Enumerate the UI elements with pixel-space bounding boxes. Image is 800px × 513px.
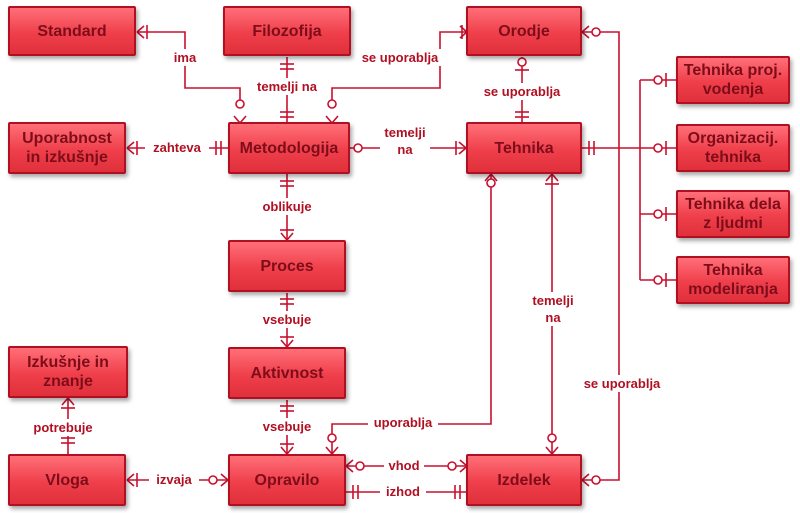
- line-uporablja: [331, 174, 492, 454]
- line-tehnika-subtypes: [582, 79, 676, 281]
- entity-tehnika-proj-vodenja: Tehnika proj. vodenja: [676, 56, 790, 104]
- label-zahteva: zahteva: [153, 140, 201, 155]
- label-se-uporablja-orodje: se uporablja: [362, 50, 439, 65]
- entity-izkusnje-in-znanje: Izkušnje in znanje: [8, 346, 128, 398]
- entity-orodje: Orodje: [466, 6, 582, 56]
- label-ima: ima: [174, 50, 197, 65]
- label-temelji-na-izdelek-2: na: [545, 310, 561, 325]
- label-temelji-na-tehnika-1: temelji: [384, 125, 425, 140]
- entity-proces: Proces: [228, 240, 346, 292]
- entity-metodologija: Metodologija: [228, 122, 350, 174]
- label-uporablja: uporablja: [374, 415, 433, 430]
- label-vsebuje-2: vsebuje: [263, 419, 311, 434]
- label-izvaja: izvaja: [156, 472, 192, 487]
- entity-izdelek: Izdelek: [466, 454, 582, 506]
- label-izhod: izhod: [386, 484, 420, 499]
- entity-tehnika-dela-z-ljudmi: Tehnika dela z ljudmi: [676, 190, 790, 238]
- label-temelji-na-izdelek-1: temelji: [532, 293, 573, 308]
- label-vsebuje-1: vsebuje: [263, 312, 311, 327]
- entity-aktivnost: Aktivnost: [228, 347, 346, 399]
- entity-uporabnost-in-izkusnje: Uporabnost in izkušnje: [8, 122, 126, 174]
- label-se-uporablja-izdelek: se uporablja: [584, 376, 661, 391]
- entity-opravilo: Opravilo: [228, 454, 346, 506]
- line-se-uporablja-orodje: [331, 31, 467, 108]
- entity-filozofija: Filozofija: [223, 6, 351, 56]
- label-temelji-na-tehnika-2: na: [397, 142, 413, 157]
- label-oblikuje: oblikuje: [262, 199, 311, 214]
- entity-organizacij-tehnika: Organizacij. tehnika: [676, 124, 790, 172]
- label-se-uporablja-orodje-tehnika: se uporablja: [484, 84, 561, 99]
- entity-tehnika: Tehnika: [466, 122, 582, 174]
- label-potrebuje: potrebuje: [33, 420, 92, 435]
- label-vhod: vhod: [388, 458, 419, 473]
- line-se-uporablja-izdelek: [582, 31, 620, 481]
- entity-standard: Standard: [8, 6, 136, 56]
- label-temelji-na-filozofija: temelji na: [257, 79, 318, 94]
- entity-tehnika-modeliranja: Tehnika modeliranja: [676, 256, 790, 304]
- entity-vloga: Vloga: [8, 454, 126, 506]
- line-ima: [137, 31, 241, 108]
